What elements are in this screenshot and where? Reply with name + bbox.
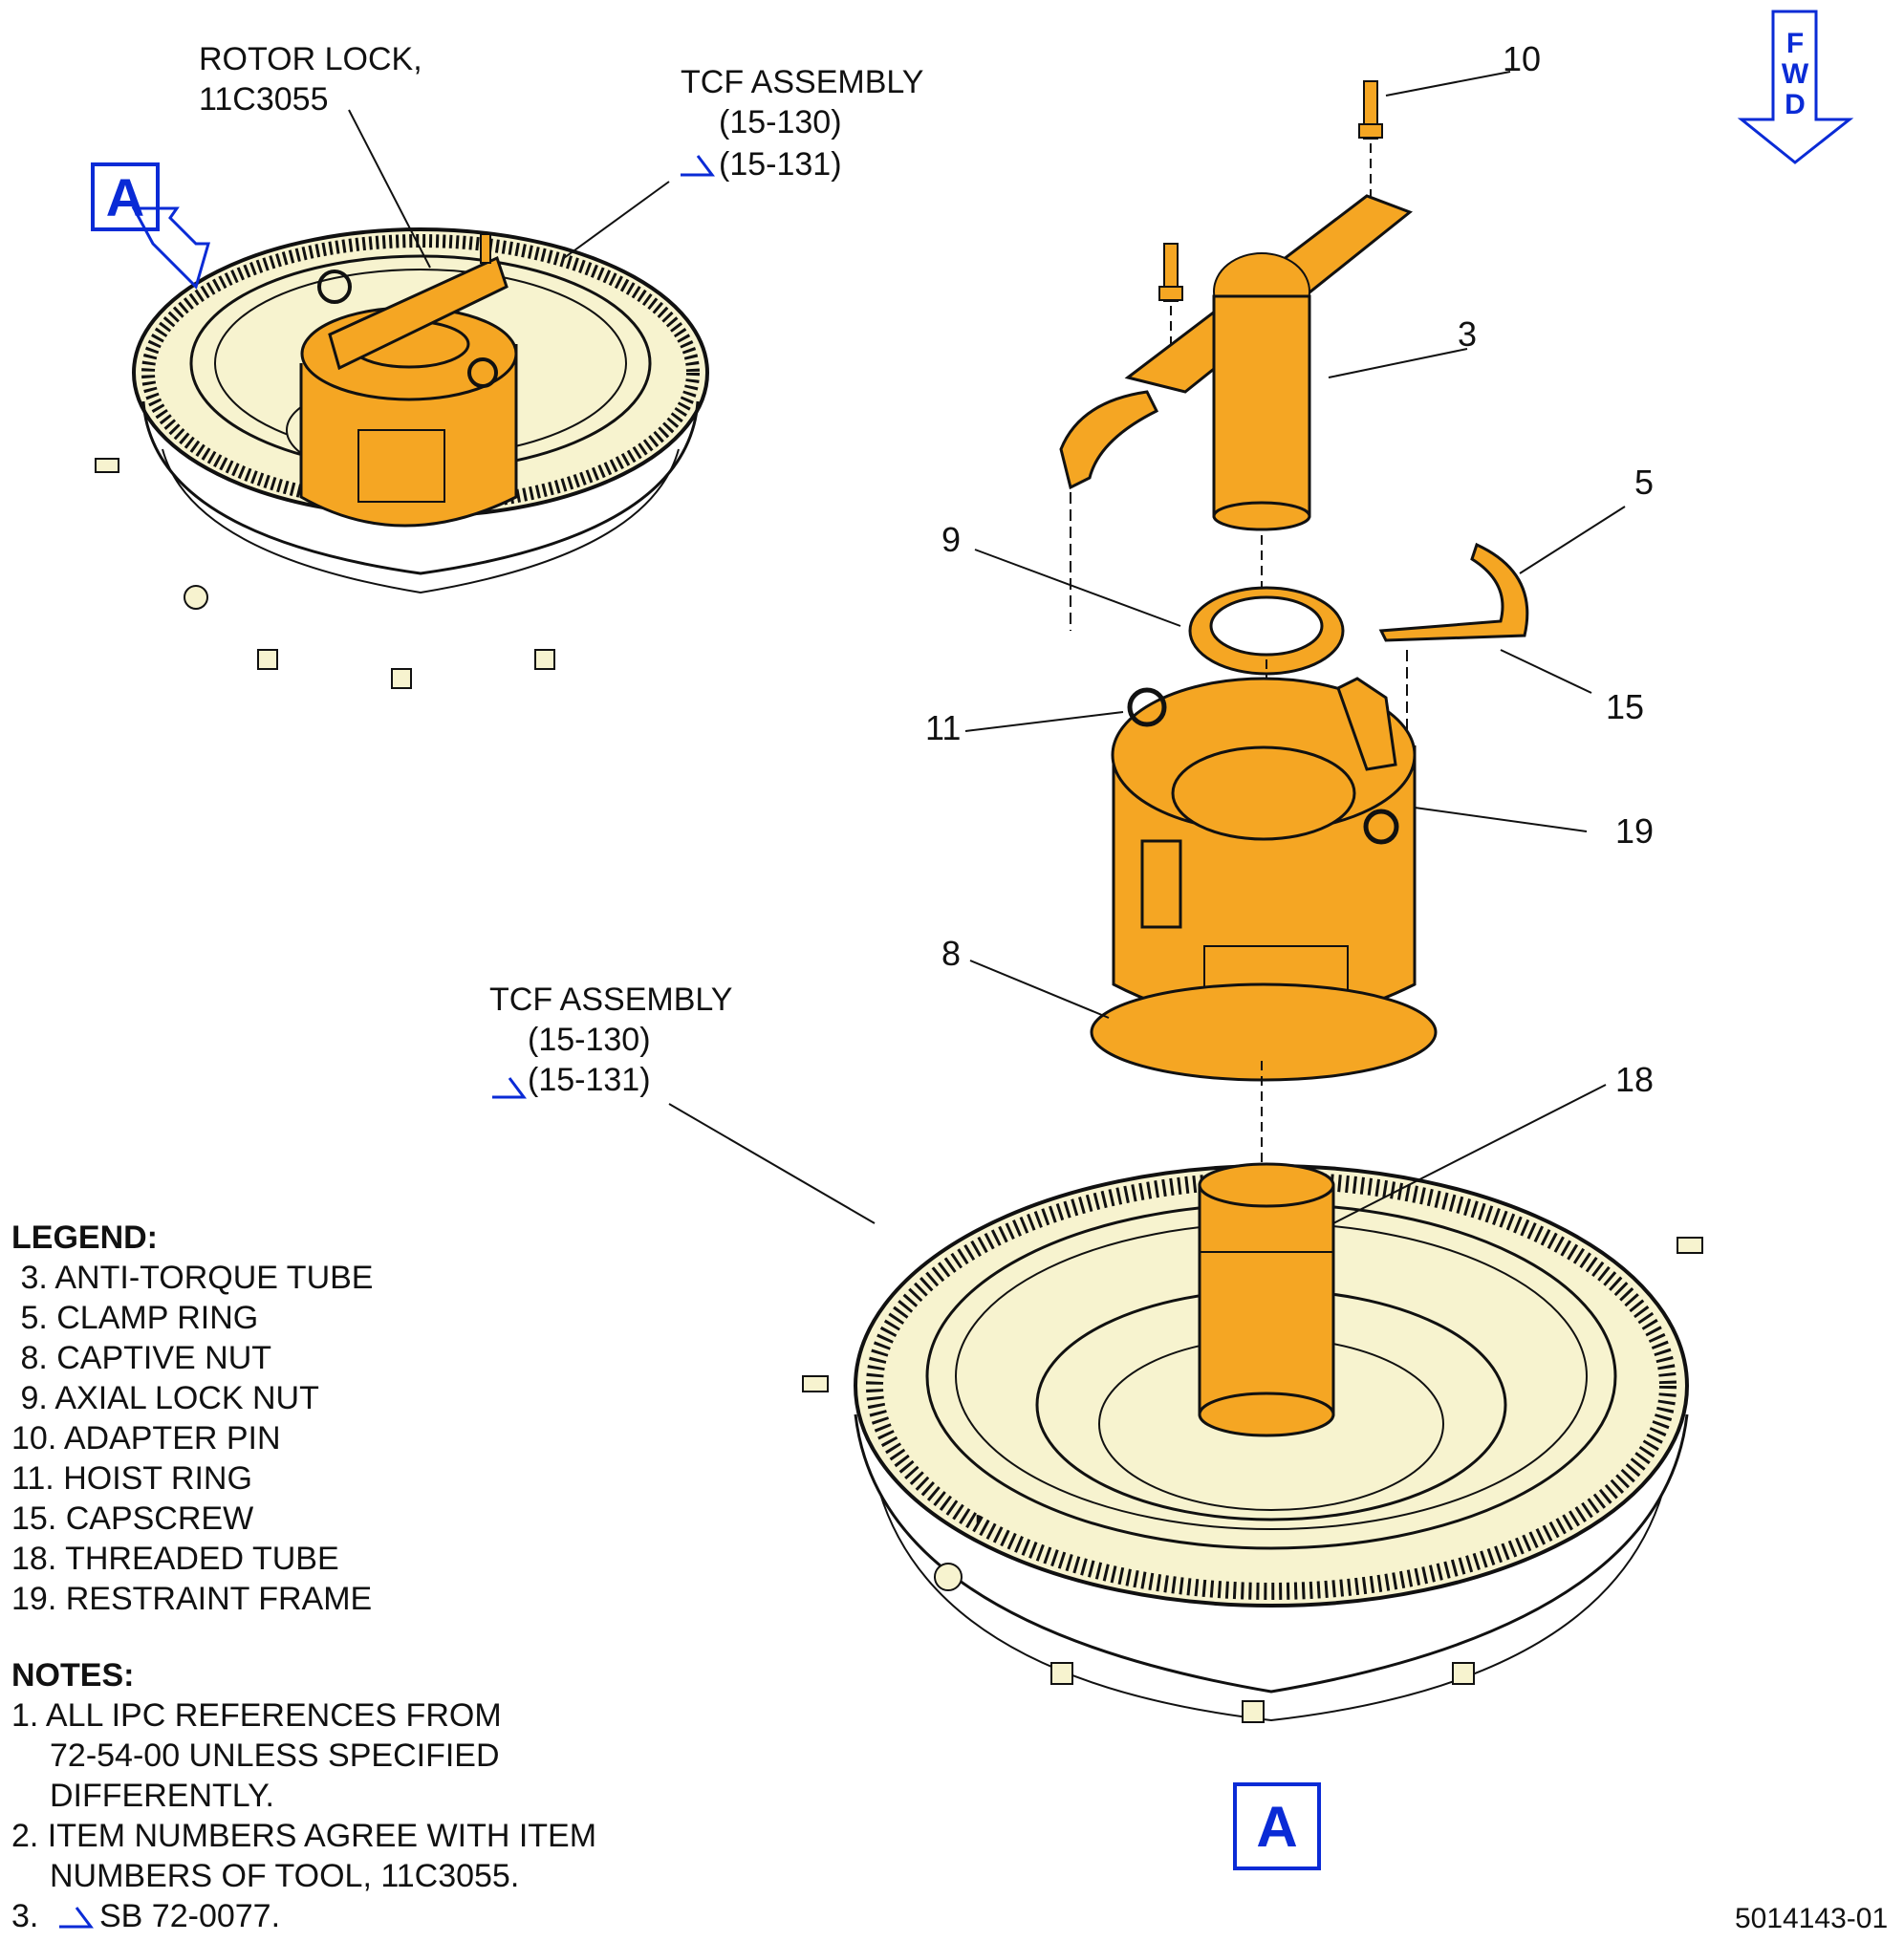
leader-lines xyxy=(348,71,1626,1224)
legend-item: 8. CAPTIVE NUT xyxy=(11,1340,272,1376)
tcf-assembly-label-top: TCF ASSEMBLY xyxy=(681,64,924,100)
note-1-line-1: 1. ALL IPC REFERENCES FROM xyxy=(11,1697,502,1734)
callout-18: 18 xyxy=(1615,1060,1655,1099)
legend-item: 15. CAPSCREW xyxy=(11,1500,254,1537)
note-3-number: 3. xyxy=(11,1898,39,1934)
legend-item: 3. ANTI-TORQUE TUBE xyxy=(11,1260,374,1296)
assembled-tcf-view xyxy=(95,227,709,689)
fwd-indicator: F W D xyxy=(1774,29,1816,120)
fwd-letter-f: F xyxy=(1785,28,1805,59)
tcf-assembly-label-bottom: TCF ASSEMBLY xyxy=(489,982,733,1018)
note-2-line-2: NUMBERS OF TOOL, 11C3055. xyxy=(50,1858,520,1894)
tcf-ref2-bottom: (15-131) xyxy=(528,1062,651,1098)
tcf-ref1-top: (15-130) xyxy=(719,104,842,140)
tcf-ref1-bottom: (15-130) xyxy=(528,1022,651,1058)
view-a-badge-bottom: A xyxy=(1233,1782,1321,1870)
rotor-lock-tool-number: 11C3055 xyxy=(199,81,329,118)
fwd-letter-d: D xyxy=(1785,89,1806,120)
sb-flag-note xyxy=(59,1907,94,1929)
fwd-letter-w: W xyxy=(1781,58,1809,90)
view-a-badge-top: A xyxy=(91,162,160,231)
legend-item: 5. CLAMP RING xyxy=(11,1300,259,1336)
callout-9: 9 xyxy=(941,520,962,559)
legend-title: LEGEND: xyxy=(11,1219,158,1256)
fwd-arrow xyxy=(1737,10,1854,164)
rotor-lock-label: ROTOR LOCK, xyxy=(199,41,422,77)
tcf-ref2-top: (15-131) xyxy=(719,146,842,183)
tcf-assembly-large xyxy=(802,1162,1703,1723)
note-3-text: SB 72-0077. xyxy=(99,1898,281,1934)
restraint-frame xyxy=(1090,677,1438,1166)
legend-item: 10. ADAPTER PIN xyxy=(11,1420,281,1456)
callout-10: 10 xyxy=(1503,39,1542,78)
note-1-line-3: DIFFERENTLY. xyxy=(50,1778,274,1814)
callout-15: 15 xyxy=(1606,687,1645,726)
legend-item: 11. HOIST RING xyxy=(11,1460,252,1497)
clamp-ring-half-left xyxy=(1059,390,1159,631)
view-a-arrow xyxy=(131,206,210,290)
legend-item: 19. RESTRAINT FRAME xyxy=(11,1581,373,1617)
callout-3: 3 xyxy=(1458,314,1478,354)
legend-item: 9. AXIAL LOCK NUT xyxy=(11,1380,319,1416)
axial-lock-nut xyxy=(1188,586,1345,793)
callout-11: 11 xyxy=(925,708,962,747)
sb-flag-bottom xyxy=(492,1077,527,1099)
legend-item: 18. THREADED TUBE xyxy=(11,1541,339,1577)
anti-torque-tube xyxy=(1124,194,1413,612)
note-1-line-2: 72-54-00 UNLESS SPECIFIED xyxy=(50,1737,500,1774)
notes-title: NOTES: xyxy=(11,1657,135,1694)
callout-19: 19 xyxy=(1615,811,1655,851)
sb-flag-top xyxy=(681,155,715,177)
callout-8: 8 xyxy=(941,934,962,973)
note-2-line-1: 2. ITEM NUMBERS AGREE WITH ITEM xyxy=(11,1818,597,1854)
callout-5: 5 xyxy=(1634,463,1655,502)
figure-id: 5014143-01 xyxy=(1735,1903,1889,1934)
